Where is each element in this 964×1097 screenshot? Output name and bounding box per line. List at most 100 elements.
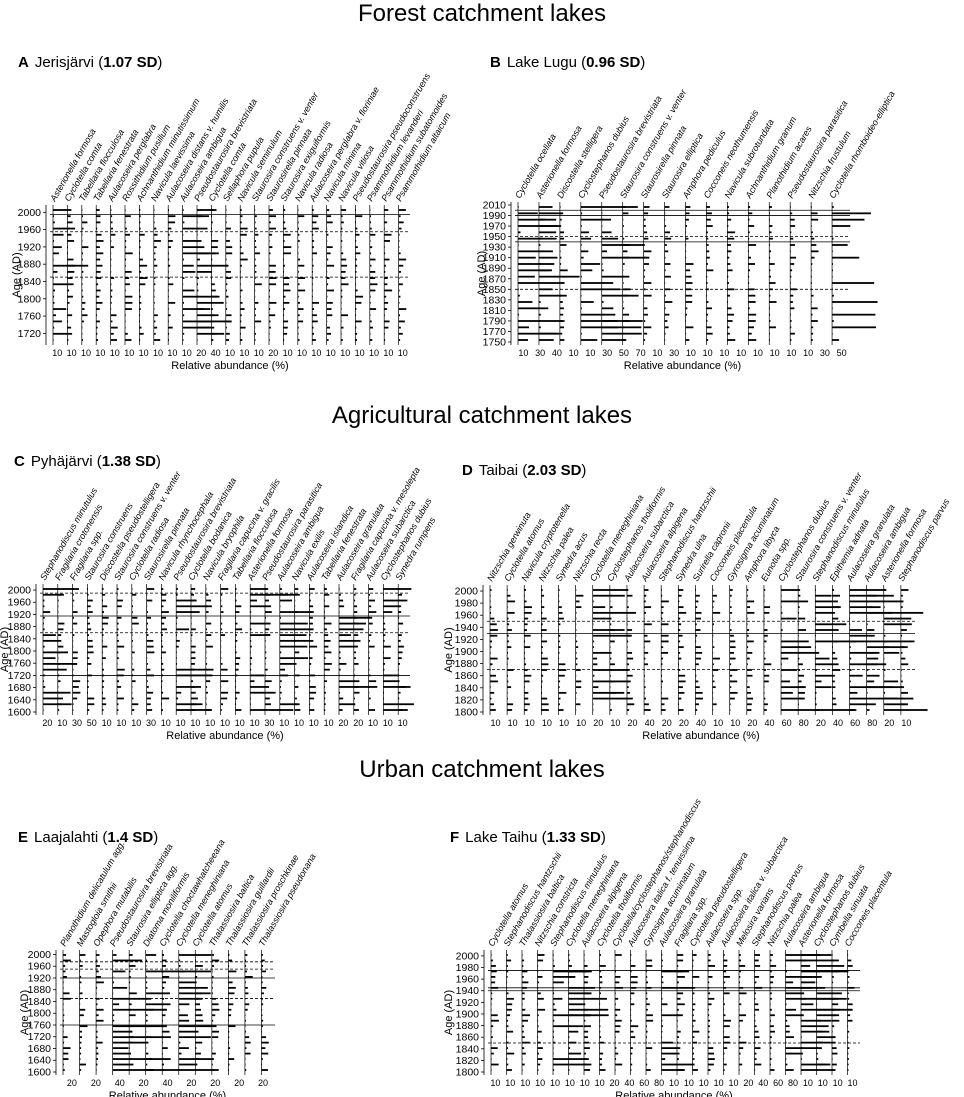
age-tick-label: 1940 [456,985,480,997]
abundance-bar [507,623,510,626]
abundance-bar [353,645,357,648]
abundance-bar [398,233,400,236]
abundance-bar [739,1036,741,1039]
abundance-bar [269,209,273,211]
abundance-bar [261,1030,263,1033]
abundance-bar [811,332,814,335]
abundance-tick-label: 10 [369,348,379,358]
abundance-bar [145,1003,171,1006]
abundance-bar [646,1063,648,1066]
abundance-bar [568,986,595,989]
abundance-bar [491,1003,492,1006]
abundance-tick-label: 10 [398,348,408,358]
abundance-bar [53,301,55,304]
abundance-bar [832,669,841,671]
abundance-bar [112,959,143,962]
abundance-bar [110,271,112,273]
abundance-bar [178,1025,217,1028]
abundance-bar [244,1069,247,1071]
abundance-bar [815,663,839,666]
abundance-bar [592,674,595,677]
abundance-bar [763,691,765,694]
abundance-bar [769,275,771,278]
abundance-bar [866,691,868,694]
abundance-bar [228,970,237,973]
abundance-bar [558,594,560,597]
abundance-bar [558,611,563,614]
abundance-bar [678,703,679,706]
abundance-bar [72,645,74,648]
abundance-bar [294,634,296,636]
abundance-bar [96,301,103,304]
abundance-bar [706,288,709,291]
abundance-bar [615,1052,619,1055]
abundance-bar [739,1063,743,1066]
abundance-bar [723,1025,730,1028]
abundance-bar [176,691,182,694]
abundance-bar [341,258,347,261]
abundance-bar [353,605,358,608]
abundance-bar [678,680,686,683]
abundance-bar [153,295,155,298]
abundance-tick-label: 20 [593,718,603,728]
abundance-bar [630,1025,639,1028]
abundance-bar [816,1063,831,1066]
abundance-bar [117,674,124,677]
abundance-bar [211,1003,219,1006]
abundance-bar [57,680,61,683]
abundance-bar [176,645,179,648]
abundance-bar [580,237,592,240]
abundance-bar [117,680,119,683]
abundance-tick-label: 10 [311,348,321,358]
abundance-bar [398,271,401,273]
age-axis-label: Age (AD) [443,627,455,672]
abundance-bar [79,1063,86,1066]
abundance-bar [490,674,496,677]
abundance-bar [847,986,855,989]
abundance-bar [197,277,199,279]
abundance-bar [294,686,299,688]
abundance-bar [661,703,665,706]
abundance-bar [102,599,103,602]
abundance-bar [785,1063,788,1066]
abundance-bar [832,986,833,989]
abundance-bar [369,227,372,230]
abundance-bar [644,686,646,689]
abundance-bar [205,611,209,613]
abundance-bar [235,697,238,700]
abundance-bar [558,600,560,603]
abundance-bar [518,256,536,259]
abundance-bar [117,593,118,596]
abundance-bar [723,970,727,973]
abundance-tick-label: 20 [628,718,638,728]
abundance-bar [630,1036,636,1039]
abundance-bar [811,225,812,227]
abundance-bar [195,1025,197,1028]
abundance-bar [53,233,64,236]
abundance-bar [211,976,214,978]
abundance-bar [398,588,400,590]
abundance-bar [384,258,390,261]
abundance-bar [125,240,127,242]
abundance-tick-label: 10 [786,348,796,358]
abundance-bar [723,1052,725,1055]
abundance-bar [53,221,55,224]
abundance-bar [692,986,694,989]
abundance-bar [161,674,163,677]
age-tick-label: 1760 [18,311,42,323]
abundance-bar [781,623,782,626]
age-tick-label: 1840 [8,633,32,645]
abundance-bar [235,622,238,625]
abundance-bar [664,307,666,310]
abundance-bar [622,313,630,316]
abundance-bar [622,212,629,215]
abundance-bar [145,1063,148,1066]
lake-name: Lake Taihu [465,829,538,846]
abundance-bar [125,332,128,335]
abundance-bar [294,645,297,648]
abundance-bar [339,611,340,613]
abundance-bar [644,651,649,654]
abundance-bar [312,289,313,292]
